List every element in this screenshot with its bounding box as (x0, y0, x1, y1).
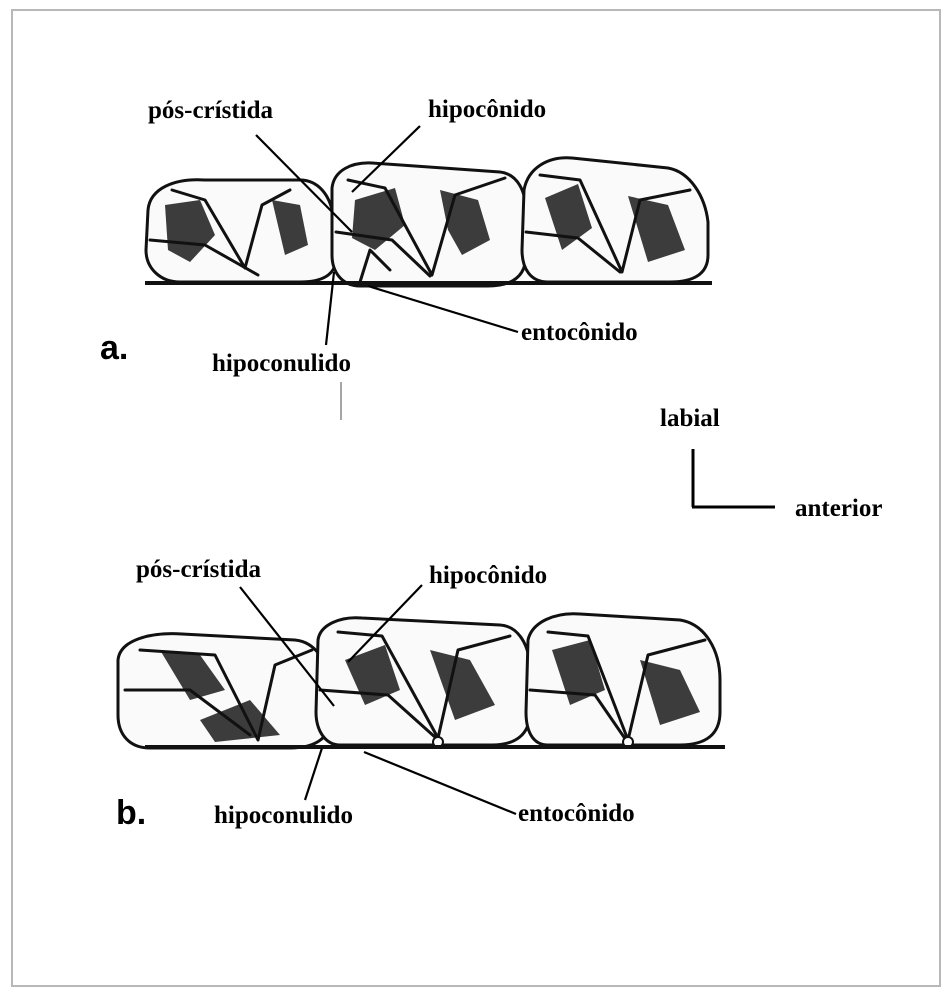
molar-b1 (118, 634, 330, 748)
label-pos-cristida-a: pós-crístida (148, 97, 274, 124)
leader-entoconido-b (364, 752, 516, 814)
label-hipoconido-b: hipocônido (429, 562, 547, 589)
molar-a1 (146, 180, 336, 282)
molar-a2 (332, 163, 526, 286)
panel-label-b: b. (116, 794, 146, 832)
leader-entoconido-a (368, 286, 518, 332)
orientation-indicator: labial anterior (660, 405, 882, 522)
tooth-row-b (118, 614, 725, 748)
molar-b3 (526, 614, 720, 747)
molar-b2 (316, 618, 530, 747)
label-anterior: anterior (795, 495, 882, 522)
molar-a3 (522, 158, 708, 282)
label-hipoconulido-a: hipoconulido (212, 350, 351, 377)
leader-hipoconulido-b (305, 748, 322, 800)
label-entoconido-a: entocônido (521, 319, 638, 346)
label-labial: labial (660, 405, 720, 432)
label-hipoconido-a: hipocônido (428, 96, 546, 123)
label-hipoconulido-b: hipoconulido (214, 802, 353, 829)
label-entoconido-b: entocônido (518, 800, 635, 827)
panel-label-a: a. (100, 329, 128, 367)
label-pos-cristida-b: pós-crístida (136, 556, 262, 583)
tooth-row-a (145, 158, 712, 286)
